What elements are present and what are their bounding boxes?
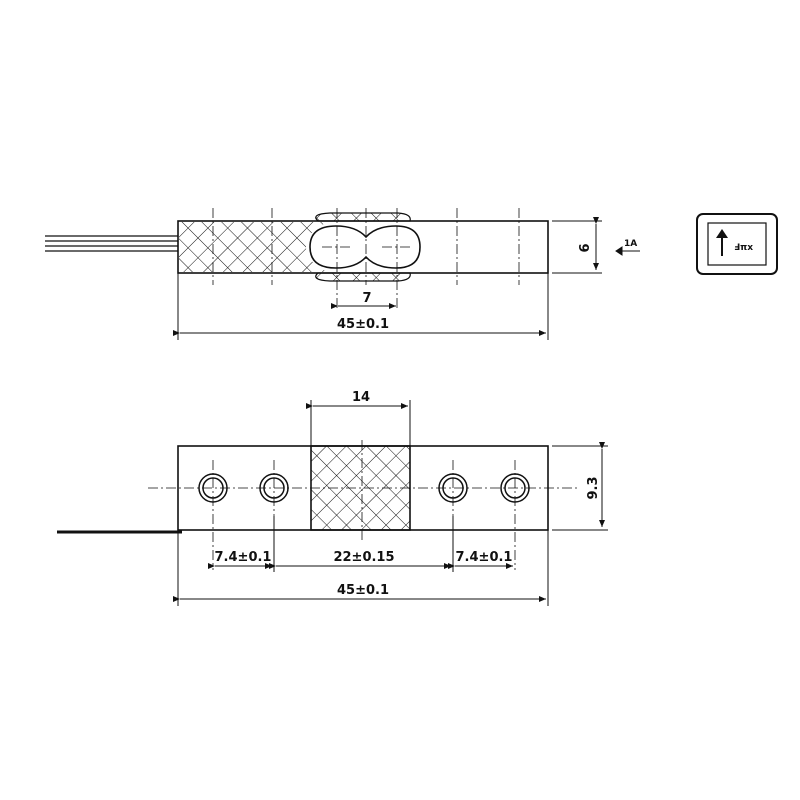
- dim-width-label: 6: [578, 243, 593, 252]
- dim-length-bottom-label: 45±0.1: [337, 583, 389, 598]
- dim-height-label: 9.3: [586, 476, 601, 499]
- dim-right-spacing-label: 7.4±0.1: [456, 550, 513, 565]
- dim-spacings: [208, 516, 513, 572]
- strain-hole-cutout: [309, 225, 421, 269]
- dim-length-bottom: [173, 530, 549, 606]
- label-box-text: Ⅎπx: [734, 243, 753, 253]
- label-box: [696, 213, 778, 275]
- direction-label: 1A: [624, 239, 637, 249]
- dim-hole-spacing-label: 7: [362, 291, 371, 306]
- direction-marker: [615, 246, 640, 256]
- dim-length-top-label: 45±0.1: [337, 317, 389, 332]
- bottom-view: [57, 400, 608, 606]
- dim-length-top: [173, 273, 549, 340]
- arrow-up-icon: [716, 229, 728, 238]
- top-hatched-area-upper: [315, 212, 411, 222]
- top-view: [45, 208, 640, 340]
- dim-pad-width-label: 14: [352, 390, 370, 405]
- dim-height-9-3: [552, 442, 608, 531]
- wire-bundle-top: [45, 235, 178, 252]
- dim-left-spacing-label: 7.4±0.1: [215, 550, 272, 565]
- bottom-hatched-pad: [310, 445, 411, 531]
- top-hatched-area: [179, 222, 328, 272]
- dim-pad-width-14: [306, 400, 411, 446]
- dim-center-spacing-label: 22±0.15: [333, 550, 394, 565]
- top-hatched-area-lower: [315, 272, 411, 282]
- dim-width-6: [552, 217, 602, 274]
